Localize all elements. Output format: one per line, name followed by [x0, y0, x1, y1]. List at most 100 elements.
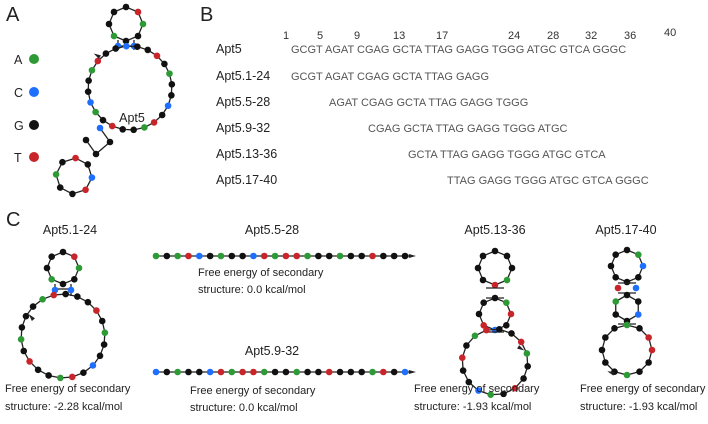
nucleotide-g — [163, 368, 171, 376]
position-number: 36 — [624, 30, 636, 42]
nucleotide-g — [85, 77, 92, 85]
nucleotide-t — [185, 252, 192, 260]
energy-caption: structure: -1.93 kcal/mol — [414, 401, 531, 413]
nucleotide-g — [158, 111, 166, 119]
nucleotide-t — [491, 281, 499, 289]
nucleotide-g — [110, 8, 118, 16]
nucleotide-g — [465, 378, 473, 386]
legend-dot-a — [29, 54, 39, 64]
nucleotide-c — [475, 387, 482, 394]
nucleotide-g — [106, 138, 114, 146]
sequence-text: TTAG GAGG TGGG ATGC GTCA GGGC — [447, 175, 649, 187]
panel-label-a: A — [6, 4, 20, 26]
apt5-5-28-strand — [152, 252, 416, 260]
nucleotide-a — [57, 374, 64, 382]
nucleotide-a — [471, 332, 479, 340]
nucleotide-t — [153, 52, 161, 60]
strand-end-arrow — [517, 345, 525, 351]
nucleotide-a — [503, 299, 510, 306]
nucleotide-g — [612, 311, 620, 318]
nucleotide-a — [503, 276, 511, 284]
nucleotide-a — [228, 368, 236, 376]
nucleotide-g — [459, 367, 467, 374]
base-legend: A C G T — [14, 53, 39, 165]
nucleotide-g — [479, 276, 487, 284]
nucleotide-t — [648, 346, 656, 354]
position-numbers: 1 5 9 13 17 24 28 32 36 40 — [283, 27, 676, 42]
nucleotide-t — [480, 322, 487, 329]
sequence-name: Apt5.13-36 — [216, 147, 277, 161]
nucleotide-t — [517, 338, 525, 346]
sequence-text: GCGT AGAT CGAG GCTA TTAG GAGG TGGG ATGC … — [291, 44, 626, 56]
nucleotide-t — [239, 368, 246, 376]
nucleotide-g — [133, 43, 141, 50]
nucleotide-g — [228, 252, 236, 260]
nucleotide-g — [508, 330, 515, 337]
nucleotide-t — [380, 368, 387, 376]
nucleotide-t — [72, 154, 79, 162]
nucleotide-g — [636, 325, 643, 332]
nucleotide-g — [623, 291, 631, 299]
nucleotide-c — [206, 368, 214, 376]
nucleotide-a — [260, 368, 268, 376]
nucleotide-t — [645, 334, 652, 341]
nucleotide-g — [524, 363, 532, 370]
position-number: 13 — [393, 30, 405, 42]
nucleotide-a — [174, 368, 181, 376]
nucleotide-g — [623, 246, 631, 254]
nucleotide-t — [82, 186, 89, 194]
sequence-text: CGAG GCTA TTAG GAGG TGGG ATGC — [368, 123, 568, 135]
nucleotide-a — [369, 368, 376, 376]
sequence-table: Apt5 GCGT AGAT CGAG GCTA TTAG GAGG TGGG … — [216, 42, 649, 187]
nucleotide-t — [483, 326, 490, 334]
nucleotide-g — [602, 359, 609, 366]
sequence-text: GCTA TTAG GAGG TGGG ATGC GTCA — [408, 149, 606, 161]
nucleotide-g — [336, 368, 344, 376]
legend-base-c: C — [14, 86, 23, 100]
nucleotide-a — [612, 298, 620, 305]
apt5-structure-label: Apt5 — [119, 111, 145, 125]
nucleotide-g — [463, 342, 470, 349]
nucleotide-t — [507, 310, 515, 318]
panel-label-c: C — [6, 209, 20, 231]
nucleotide-g — [48, 253, 55, 260]
nucleotide-a — [166, 70, 173, 77]
nucleotide-g — [503, 252, 511, 260]
nucleotide-g — [119, 126, 127, 133]
sequence-name: Apt5 — [216, 42, 242, 56]
nucleotide-g — [358, 252, 365, 260]
nucleotide-a — [623, 321, 631, 329]
nucleotide-g — [347, 252, 355, 260]
nucleotide-a — [110, 32, 118, 40]
position-number: 40 — [664, 27, 676, 39]
nucleotide-g — [196, 368, 203, 376]
nucleotide-g — [71, 276, 78, 283]
nucleotide-g — [84, 161, 92, 168]
legend-dot-c — [29, 87, 39, 97]
nucleotide-g — [56, 184, 64, 191]
nucleotide-g — [634, 298, 642, 305]
nucleotide-a — [39, 295, 46, 303]
nucleotide-c — [196, 252, 203, 260]
nucleotide-g — [479, 252, 487, 260]
nucleotide-g — [59, 248, 67, 256]
nucleotide-g — [380, 252, 387, 260]
sequence-name: Apt5.17-40 — [216, 173, 277, 187]
nucleotide-g — [62, 290, 69, 298]
nucleotide-g — [520, 375, 527, 382]
nucleotide-g — [29, 303, 37, 310]
nucleotide-c — [67, 286, 75, 294]
nucleotide-t — [50, 291, 58, 299]
nucleotide-t — [260, 252, 268, 260]
nucleotide-g — [645, 359, 652, 366]
nucleotide-c — [51, 286, 59, 294]
nucleotide-g — [496, 325, 503, 333]
nucleotide-g — [92, 150, 100, 158]
nucleotide-g — [20, 347, 28, 355]
nucleotide-t — [282, 252, 290, 260]
nucleotide-g — [206, 252, 214, 260]
nucleotide-a — [92, 108, 99, 116]
nucleotide-g — [315, 368, 322, 376]
position-number: 1 — [283, 30, 289, 42]
